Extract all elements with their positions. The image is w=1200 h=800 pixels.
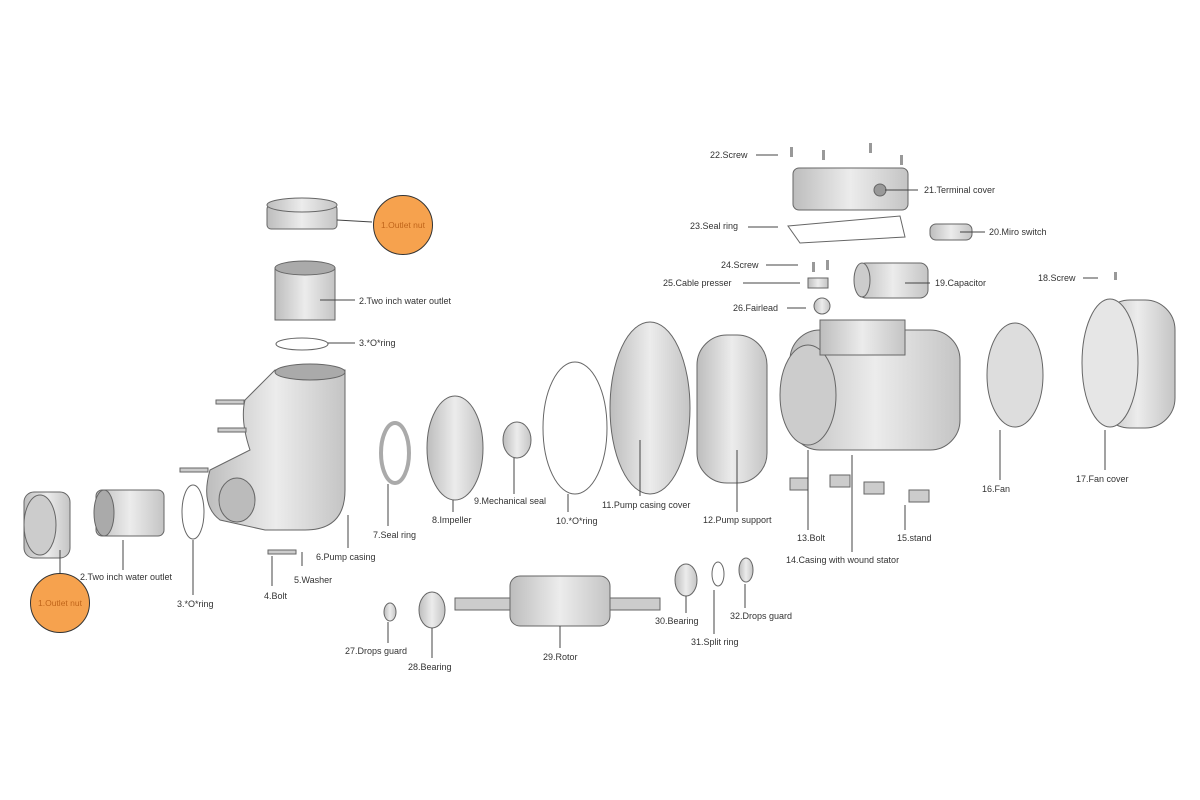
rotor (454, 575, 661, 627)
label-fan: 16.Fan (982, 484, 1011, 494)
label-o-ring-big: 10.*O*ring (556, 516, 598, 526)
pump-casing-cover (609, 321, 691, 495)
bearing-right (674, 563, 698, 597)
label-bolt: 4.Bolt (264, 591, 288, 601)
water-outlet-left (93, 489, 165, 537)
label-bearing-right: 30.Bearing (655, 616, 699, 626)
o-ring-big (542, 361, 608, 495)
label-cable-presser: 25.Cable presser (663, 278, 732, 288)
o-ring-top (275, 337, 329, 351)
label-outlet-nut-top: 1.Outlet nut (381, 220, 425, 230)
label-casing-wound-stator: 14.Casing with wound stator (786, 555, 900, 565)
label-screw-cable: 24.Screw (721, 260, 759, 270)
label-o-ring-top: 3.*O*ring (359, 338, 396, 348)
label-pump-support: 12.Pump support (703, 515, 772, 525)
label-outlet-nut-left: 1.Outlet nut (38, 598, 82, 608)
label-screw-fan: 18.Screw (1038, 273, 1076, 283)
water-outlet-top (274, 260, 336, 321)
capacitor (853, 262, 929, 299)
seal-ring (379, 421, 411, 485)
outlet-nut-left (23, 491, 71, 559)
label-bearing-left: 28.Bearing (408, 662, 452, 672)
label-rotor: 29.Rotor (543, 652, 578, 662)
fan (986, 322, 1044, 428)
label-drops-guard-right: 32.Drops guard (730, 611, 793, 621)
seal-ring-frame (787, 215, 906, 244)
label-impeller: 8.Impeller (432, 515, 472, 525)
label-pump-casing: 6.Pump casing (316, 552, 376, 562)
terminal-cover (792, 167, 909, 211)
outlet-nut-top (266, 197, 338, 230)
o-ring-left (181, 484, 205, 540)
label-screw-terminal: 22.Screw (710, 150, 748, 160)
label-pump-casing-cover: 11.Pump casing cover (602, 500, 691, 510)
impeller (426, 395, 484, 501)
label-capacitor: 19.Capacitor (935, 278, 987, 288)
fan-cover (1081, 298, 1176, 429)
label-drops-guard-left: 27.Drops guard (345, 646, 408, 656)
mechanical-seal (502, 421, 532, 459)
label-two-inch-water-outlet-top: 2.Two inch water outlet (359, 296, 452, 306)
label-miro-switch: 20.Miro switch (989, 227, 1047, 237)
label-split-ring: 31.Split ring (691, 637, 739, 647)
outlet-nut-highlight-top[interactable]: 1.Outlet nut (373, 195, 433, 255)
label-fan-cover: 17.Fan cover (1076, 474, 1129, 484)
label-fairlead: 26.Fairlead (733, 303, 779, 313)
bearing-left (418, 591, 446, 629)
label-bolt-motor: 13.Bolt (797, 533, 826, 543)
label-terminal-cover: 21.Terminal cover (924, 185, 996, 195)
fairlead (813, 297, 831, 315)
label-mechanical-seal: 9.Mechanical seal (474, 496, 547, 506)
label-stand: 15.stand (897, 533, 932, 543)
drops-guard-left (383, 602, 397, 622)
motor-casing (779, 319, 961, 451)
label-washer: 5.Washer (294, 575, 333, 585)
drops-guard-right (738, 557, 754, 583)
split-ring (711, 561, 725, 587)
label-two-inch-water-outlet-left: 2.Two inch water outlet (80, 572, 173, 582)
label-seal-ring-terminal: 23.Seal ring (690, 221, 739, 231)
label-o-ring-left: 3.*O*ring (177, 599, 214, 609)
cable-presser (807, 277, 829, 289)
label-seal-ring: 7.Seal ring (373, 530, 417, 540)
pump-support (696, 334, 768, 484)
outlet-nut-highlight-left[interactable]: 1.Outlet nut (30, 573, 90, 633)
